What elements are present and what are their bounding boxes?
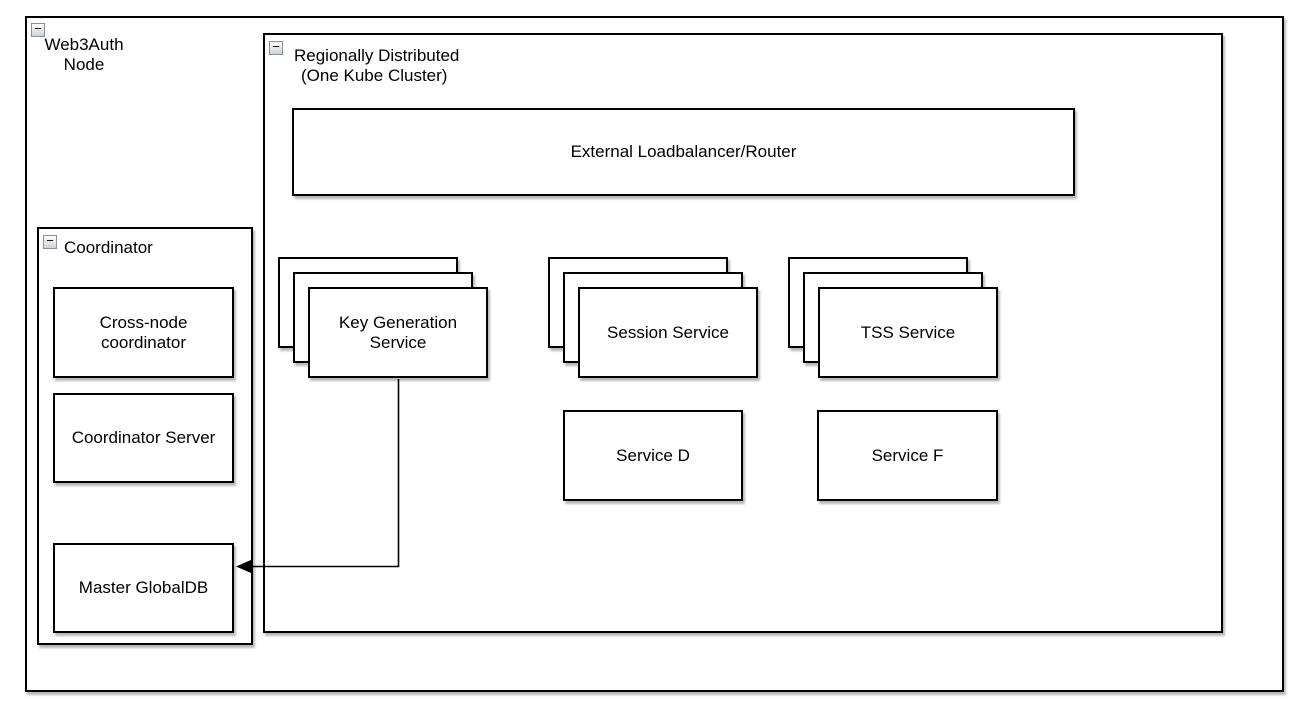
collapse-button-cluster[interactable]: −: [269, 39, 283, 55]
box-label: Service F: [871, 445, 944, 465]
label-line: (One Kube Cluster): [301, 66, 448, 85]
box-coordinator-server[interactable]: Coordinator Server: [53, 393, 234, 483]
collapse-button-coordinator[interactable]: −: [43, 233, 57, 249]
collapse-button-web3auth[interactable]: −: [31, 21, 45, 37]
box-label: Key Generation: [338, 312, 458, 332]
box-service-f[interactable]: Service F: [817, 410, 998, 501]
container-label-coordinator: Coordinator: [64, 238, 153, 258]
container-label-web3auth: Web3Auth Node: [34, 35, 134, 75]
box-label: External Loadbalancer/Router: [570, 142, 797, 161]
box-label: Coordinator Server: [71, 428, 216, 447]
minus-icon: −: [34, 21, 42, 36]
box-label: TSS Service: [860, 322, 956, 342]
container-label-cluster: Regionally Distributed (One Kube Cluster…: [294, 46, 459, 86]
minus-icon: −: [46, 233, 54, 248]
minus-icon: −: [272, 39, 280, 54]
box-cross-node-coordinator[interactable]: Cross-node coordinator: [53, 287, 234, 378]
box-key-generation-service[interactable]: Key Generation Service: [308, 287, 488, 378]
label-line: Web3Auth: [44, 35, 124, 54]
box-master-globaldb[interactable]: Master GlobalDB: [53, 543, 234, 633]
label-line: Regionally Distributed: [294, 46, 460, 65]
box-session-service[interactable]: Session Service: [578, 287, 758, 378]
box-service-d[interactable]: Service D: [563, 410, 743, 501]
box-label: coordinator: [100, 332, 187, 352]
box-tss-service[interactable]: TSS Service: [818, 287, 998, 378]
box-external-loadbalancer[interactable]: External Loadbalancer/Router: [292, 108, 1075, 196]
box-label: Service: [369, 332, 427, 352]
box-label: Master GlobalDB: [78, 578, 209, 597]
label-line: Coordinator: [64, 238, 153, 257]
label-line: Node: [63, 55, 105, 74]
box-label: Cross-node: [99, 312, 188, 332]
box-label: Session Service: [607, 322, 729, 342]
box-label: Service D: [616, 445, 690, 465]
